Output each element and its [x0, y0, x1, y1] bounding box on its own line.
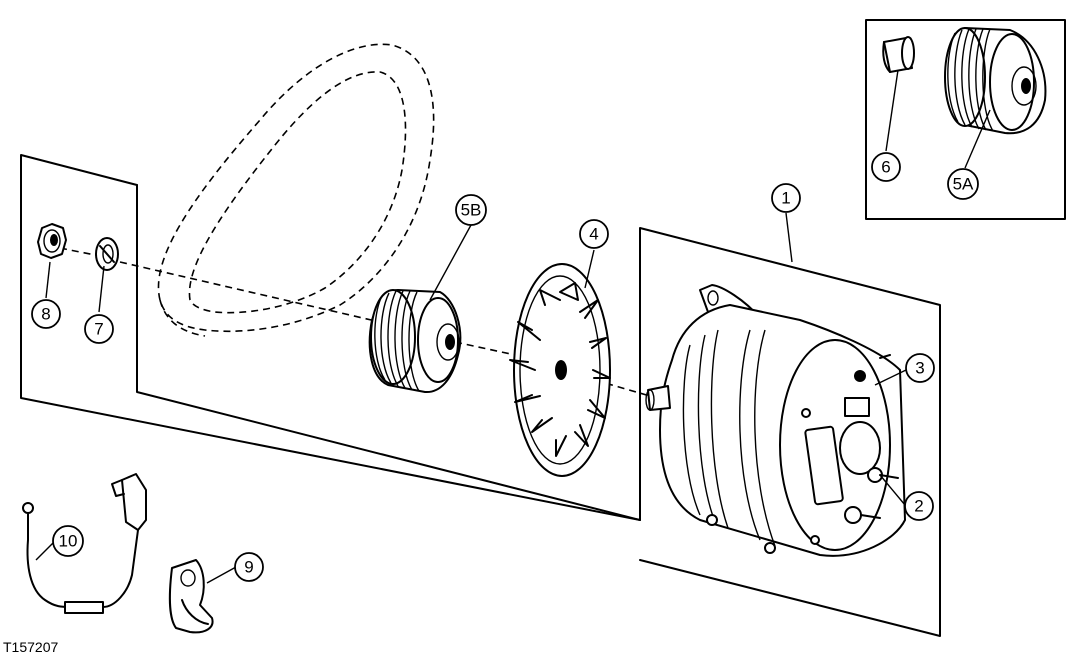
cooling-fan: [509, 263, 611, 477]
callout-label-2: 2: [914, 497, 923, 516]
callout-6: 6: [871, 152, 901, 182]
pulley-5b: [368, 289, 462, 394]
drive-belt: [157, 43, 435, 337]
callout-label-5a: 5A: [953, 175, 974, 194]
callout-label-7: 7: [94, 320, 103, 339]
alternator: [645, 284, 906, 557]
callout-2: 2: [904, 491, 934, 521]
background-panels: [20, 19, 1066, 637]
callout-3: 3: [905, 353, 935, 383]
callout-label-4: 4: [589, 225, 598, 244]
callout-7: 7: [84, 314, 114, 344]
callout-label-6: 6: [881, 158, 890, 177]
callout-5a: 5A: [947, 168, 979, 200]
lock-washer: [95, 237, 119, 271]
callout-label-10: 10: [59, 532, 78, 551]
callout-label-3: 3: [915, 359, 924, 378]
callout-4: 4: [579, 219, 609, 249]
callout-label-5b: 5B: [461, 201, 482, 220]
callout-label-8: 8: [41, 305, 50, 324]
callout-label-1: 1: [781, 189, 790, 208]
callout-label-9: 9: [244, 558, 253, 577]
wire-clamp: [168, 559, 214, 634]
callout-10: 10: [52, 525, 84, 557]
callout-5b: 5B: [455, 194, 487, 226]
callout-9: 9: [234, 552, 264, 582]
assembly-centerline: [59, 247, 651, 397]
bushing: [882, 36, 915, 73]
figure-id: T157207: [3, 639, 58, 655]
callout-1: 1: [771, 183, 801, 213]
pulley-5a: [944, 27, 1047, 135]
leader-lines: [35, 69, 991, 584]
ground-wire-harness: [22, 473, 147, 614]
callout-8: 8: [31, 299, 61, 329]
hex-nut: [37, 223, 67, 259]
